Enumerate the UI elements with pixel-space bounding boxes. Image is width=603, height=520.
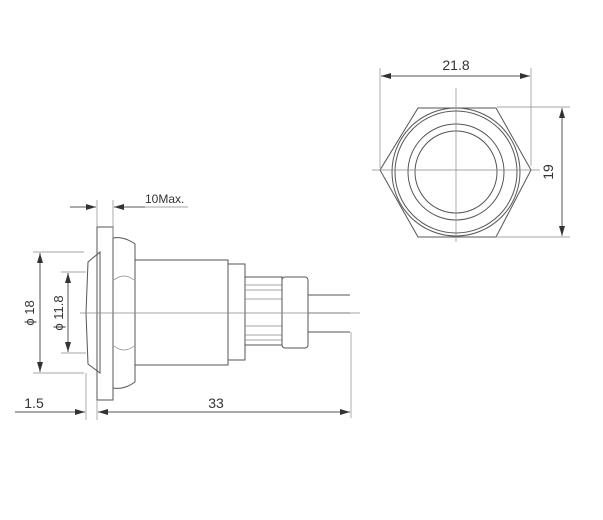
nut — [112, 237, 136, 389]
label-bezel-diameter: ϕ 18 — [22, 300, 37, 325]
label-button-diameter: ϕ 11.8 — [51, 295, 66, 330]
body — [134, 259, 229, 366]
side-view: 10Max. ϕ 18 ϕ 11.8 1.5 33 — [15, 192, 360, 420]
label-height: 19 — [540, 164, 556, 180]
bezel — [85, 250, 101, 374]
label-length: 33 — [208, 395, 224, 411]
label-bezel-thickness: 1.5 — [24, 395, 44, 411]
led-cap — [281, 276, 309, 349]
label-panel-max: 10Max. — [145, 192, 184, 206]
label-width: 21.8 — [442, 57, 469, 73]
front-view: 21.8 19 — [372, 57, 570, 242]
body-step — [227, 263, 246, 361]
hex-nut-outline — [379, 107, 532, 238]
